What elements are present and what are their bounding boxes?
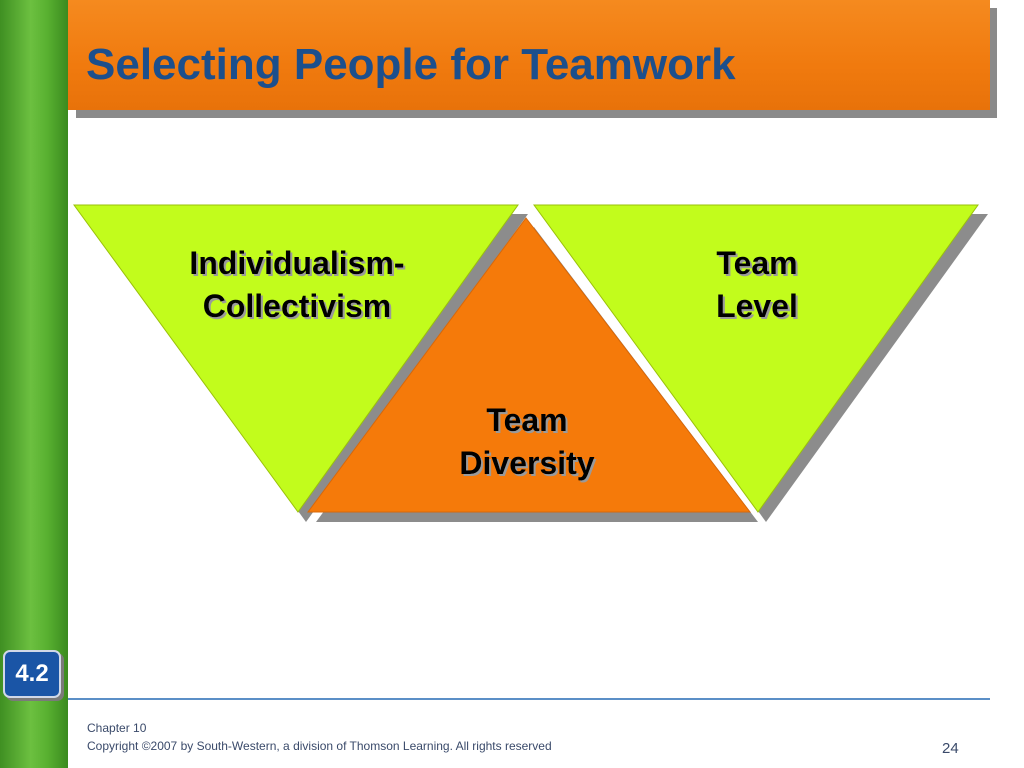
right-triangle — [533, 204, 979, 513]
section-badge: 4.2 — [3, 650, 61, 698]
left-triangle-label-line2: Collectivism — [203, 288, 392, 324]
left-triangle — [73, 204, 519, 513]
footer-chapter: Chapter 10 — [87, 721, 147, 735]
center-triangle-label-line1: Team — [486, 402, 567, 438]
slide-title: Selecting People for Teamwork — [86, 40, 736, 89]
right-triangle-label-line1: Team — [716, 245, 797, 281]
footer-divider — [68, 698, 990, 700]
left-triangle-label-line1: Individualism- — [189, 245, 404, 281]
right-triangle-label-line2: Level — [716, 288, 798, 324]
center-triangle — [307, 217, 752, 513]
center-triangle-label-line2: Diversity — [459, 445, 594, 481]
title-band — [68, 0, 990, 110]
page-number: 24 — [942, 740, 959, 757]
left-accent-bar — [0, 0, 68, 768]
footer-copyright: Copyright ©2007 by South-Western, a divi… — [87, 739, 552, 753]
